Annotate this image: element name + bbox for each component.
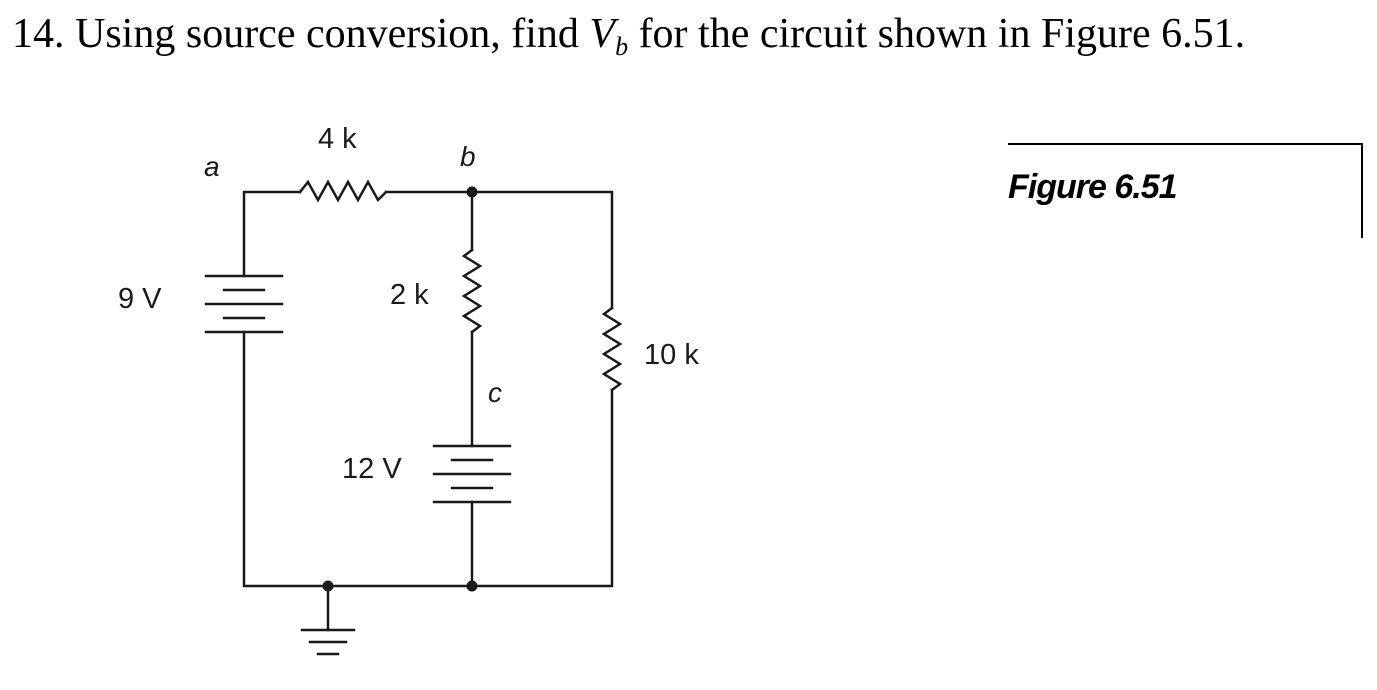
problem-text-after: for the circuit shown in Figure 6.51.: [638, 11, 1246, 57]
figure-caption-frame: [1008, 143, 1363, 238]
node-label-b: b: [460, 141, 476, 172]
figure-caption: Figure 6.51: [1008, 168, 1178, 206]
problem-statement: 14. Using source conversion, find Vb for…: [12, 8, 1245, 73]
label-source-9v: 9 V: [118, 283, 162, 315]
label-resistor-10k: 10 k: [644, 339, 699, 371]
label-resistor-4k: 4 k: [318, 123, 357, 155]
resistor-4k: [298, 179, 388, 203]
label-source-12v: 12 V: [342, 453, 402, 485]
wire-right-bottom: [470, 388, 614, 588]
problem-text-before: Using source conversion, find: [75, 11, 579, 57]
problem-variable: Vb: [589, 11, 628, 61]
wire-left-bottom: [242, 330, 474, 588]
label-resistor-2k: 2 k: [390, 279, 429, 311]
wire-left-top: [242, 190, 302, 278]
node-label-a: a: [204, 151, 220, 182]
junction-node-b: [466, 186, 478, 198]
variable-subscript: b: [615, 32, 629, 61]
resistor-10k: [601, 306, 623, 392]
resistor-2k: [461, 248, 483, 334]
junction-ground: [322, 580, 334, 592]
node-label-c: c: [488, 377, 502, 408]
problem-number: 14.: [12, 11, 65, 57]
junction-bottom-middle: [466, 580, 478, 592]
variable-symbol: V: [589, 11, 616, 57]
wire-top-right: [384, 190, 614, 310]
